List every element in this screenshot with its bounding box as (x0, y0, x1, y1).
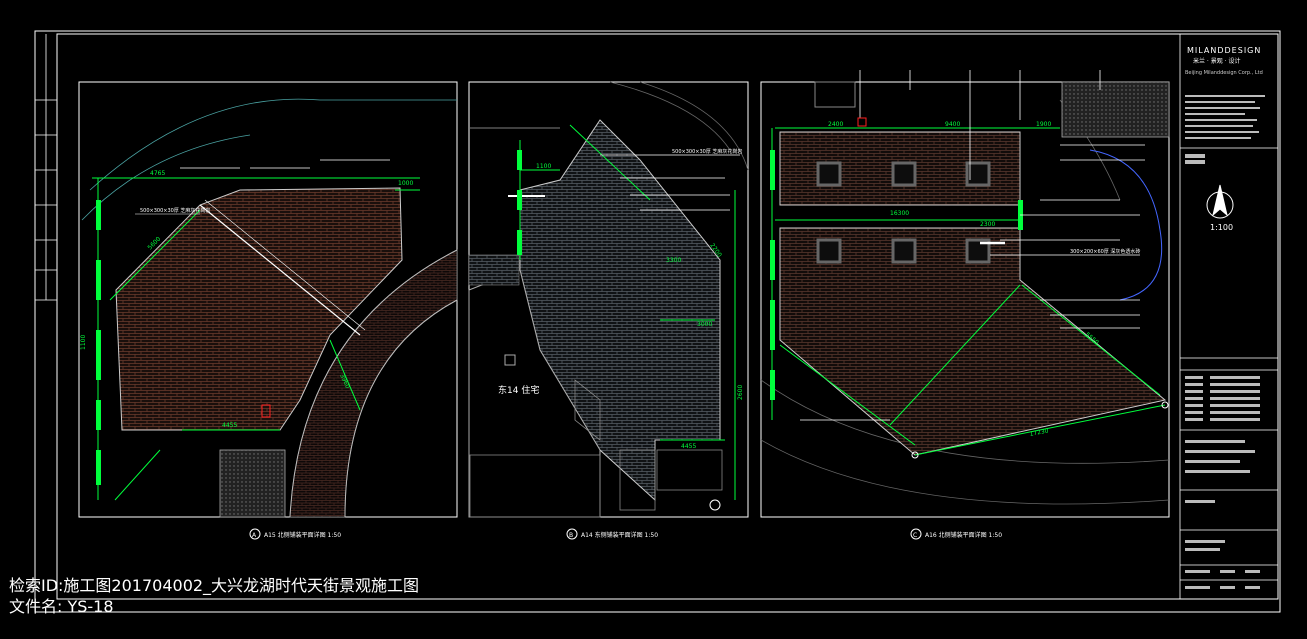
dim-a-right: 1000 (398, 180, 413, 187)
firm-english: Beijing Milanddesign Corp., Ltd (1185, 70, 1263, 76)
note-b-paving: 500×300×30厚 芝麻灰花岗岩 (672, 148, 742, 155)
view-b-road (609, 81, 749, 171)
building-label: 东14 住宅 (498, 384, 539, 396)
dim-c-top4: 2300 (980, 221, 995, 228)
firm-name: MILANDDESIGN (1187, 46, 1261, 55)
view-c-title: A16 北侧铺装平面详图 1:50 (925, 531, 1002, 539)
north-scale: 1:100 (1210, 223, 1233, 232)
note-c-paving: 300×200×60厚 深灰色透水砖 (1070, 248, 1140, 255)
dim-c-top2: 9400 (945, 121, 960, 128)
view-b-index-icon (566, 528, 578, 540)
sheet-border-inner (56, 33, 1279, 600)
binding-strip (35, 34, 57, 301)
dim-c-top3: 1900 (1036, 121, 1051, 128)
firm-tagline: 米兰 · 景观 · 设计 (1193, 57, 1240, 65)
title-block-fill-text (1185, 95, 1265, 589)
dim-a-bottom: 4455 (222, 422, 237, 429)
dim-b-mid: 3300 (666, 257, 681, 264)
dim-a-left: 1100 (80, 335, 87, 350)
view-b-title: A14 东侧铺装平面详图 1:50 (581, 531, 658, 539)
svg-text:A: A (252, 532, 257, 539)
north-arrow-icon (1206, 184, 1234, 219)
dim-b-right3: 4455 (681, 443, 696, 450)
view-c-frame (760, 81, 1170, 518)
svg-text:B: B (569, 532, 573, 539)
view-a-title: A15 北侧铺装平面详图 1:50 (264, 531, 341, 539)
dim-c-top: 2400 (828, 121, 843, 128)
dim-a-top: 4765 (150, 170, 165, 177)
dim-b-top: 1100 (536, 163, 551, 170)
view-a-index-icon (249, 528, 261, 540)
watermark-id: 检索ID:施工图201704002_大兴龙湖时代天街景观施工图 (9, 576, 420, 595)
view-c-index-icon (910, 528, 922, 540)
dim-c-bottom: 17230 (1029, 427, 1049, 438)
title-block (1179, 34, 1278, 599)
watermark-filename: 文件名: YS-18 (9, 597, 114, 616)
view-a-planter (219, 449, 286, 518)
sheet-border-outer (34, 30, 1281, 613)
svg-text:C: C (913, 532, 917, 539)
dim-b-right4: 2600 (737, 385, 744, 400)
dim-b-right1: 3000 (697, 321, 712, 328)
dim-c-mid: 16300 (890, 210, 909, 217)
note-a-paving: 500×300×30厚 芝麻灰花岗岩 (140, 207, 210, 214)
